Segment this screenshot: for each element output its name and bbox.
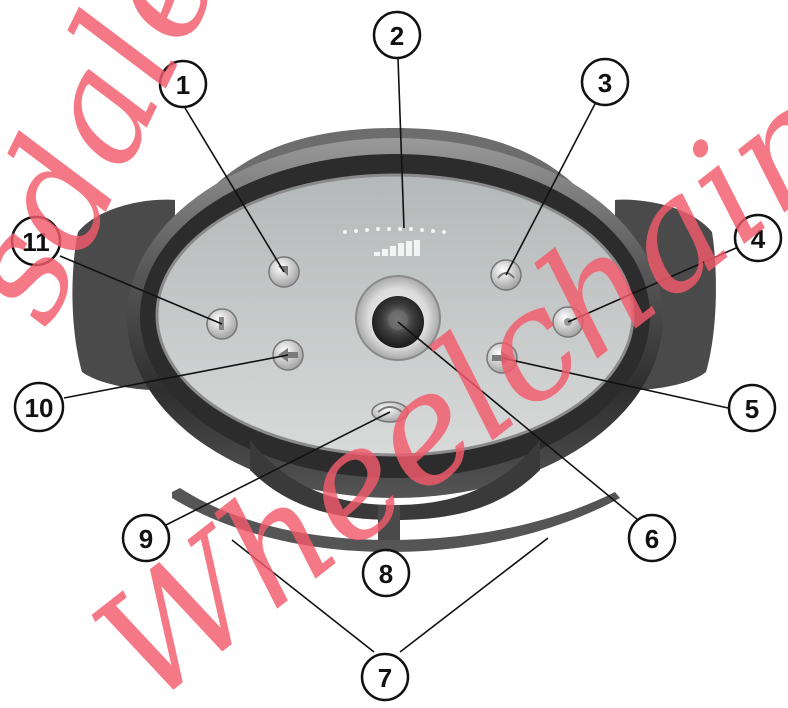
callout-2: 2 [374,12,420,58]
callout-label-7: 7 [378,663,392,693]
callout-label-2: 2 [390,21,404,51]
callout-label-5: 5 [745,394,759,424]
callout-5: 5 [729,385,775,431]
callout-6: 6 [629,515,675,561]
callout-label-10: 10 [25,393,54,423]
callout-3: 3 [582,59,628,105]
callout-label-3: 3 [598,68,612,98]
callout-label-6: 6 [645,524,659,554]
callout-10: 10 [15,383,63,431]
callout-7: 7 [362,654,408,700]
